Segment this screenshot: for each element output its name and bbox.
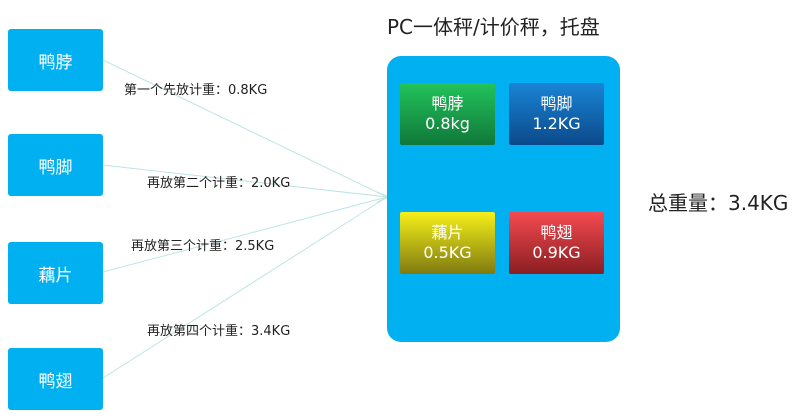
tray: 鸭脖 0.8kg 鸭脚 1.2KG 藕片 0.5KG 鸭翅 0.9KG xyxy=(387,56,620,342)
tray-item-name: 鸭脚 xyxy=(540,94,573,113)
item-lotus-root: 藕片 xyxy=(8,242,103,304)
tray-item-duck-neck: 鸭脖 0.8kg xyxy=(400,83,495,145)
arrow-line-4 xyxy=(102,196,388,379)
tray-item-weight: 0.8kg xyxy=(425,114,470,133)
tray-item-lotus-root: 藕片 0.5KG xyxy=(400,212,495,274)
total-weight: 总重量：3.4KG xyxy=(648,191,789,215)
step-label-4: 再放第四个计重：3.4KG xyxy=(147,324,291,339)
tray-item-duck-feet: 鸭脚 1.2KG xyxy=(509,83,604,145)
tray-item-weight: 0.9KG xyxy=(532,243,581,262)
item-duck-feet: 鸭脚 xyxy=(8,134,103,196)
tray-item-name: 鸭脖 xyxy=(431,94,464,113)
step-label-3: 再放第三个计重：2.5KG xyxy=(131,239,275,254)
diagram-title: PC一体秤/计价秤，托盘 xyxy=(387,15,600,39)
arrow-line-2 xyxy=(102,164,388,198)
arrow-line-1 xyxy=(102,59,388,198)
step-label-1: 第一个先放计重：0.8KG xyxy=(124,83,268,98)
arrow-line-3 xyxy=(102,196,388,273)
tray-item-weight: 1.2KG xyxy=(532,114,581,133)
tray-item-name: 藕片 xyxy=(431,223,464,242)
item-duck-wing: 鸭翅 xyxy=(8,348,103,410)
step-label-2: 再放第二个计重：2.0KG xyxy=(147,176,291,191)
tray-item-duck-wing: 鸭翅 0.9KG xyxy=(509,212,604,274)
item-duck-neck: 鸭脖 xyxy=(8,29,103,91)
tray-item-weight: 0.5KG xyxy=(423,243,472,262)
tray-item-name: 鸭翅 xyxy=(540,223,573,242)
